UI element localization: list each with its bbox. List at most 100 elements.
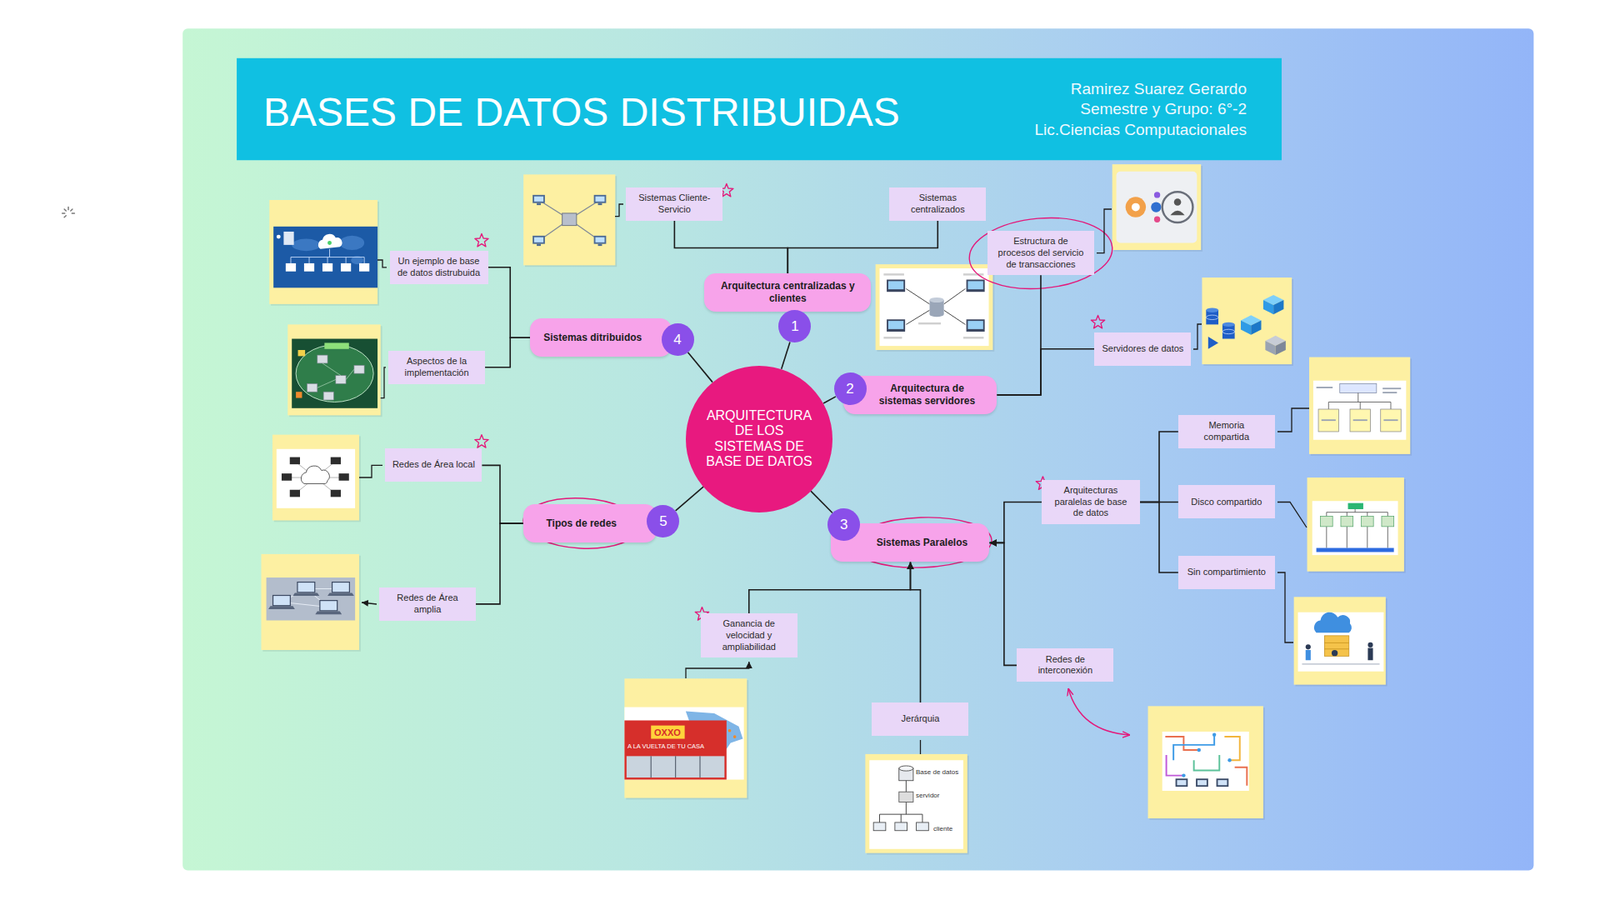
centralized-illustration bbox=[905, 289, 930, 305]
shared-memory-illustration bbox=[1390, 401, 1391, 410]
distributed-db-illustration bbox=[291, 239, 320, 252]
client-server-illustration bbox=[594, 235, 607, 245]
client-server-illustration bbox=[595, 237, 605, 243]
wan-illustration bbox=[320, 600, 337, 610]
circle-fill bbox=[834, 372, 867, 405]
topic-box: Memoria compartida bbox=[1178, 415, 1275, 449]
interconnection-illustration bbox=[1175, 778, 1189, 787]
store-map-illustration bbox=[699, 755, 700, 778]
lan-illustration bbox=[330, 457, 341, 465]
shared-nothing-illustration bbox=[1367, 642, 1373, 648]
centralized-illustration bbox=[886, 319, 905, 332]
shared-memory-illustration bbox=[1316, 386, 1402, 421]
callout-number: 5 bbox=[646, 505, 680, 538]
topic-box: Jerárquia bbox=[871, 702, 969, 736]
store-sign: OXXO bbox=[654, 726, 681, 739]
implementation-illustration bbox=[307, 383, 318, 392]
connector bbox=[475, 523, 524, 605]
centralized-illustration bbox=[905, 289, 965, 325]
wan-illustration bbox=[273, 595, 290, 605]
callout-number: 2 bbox=[834, 372, 867, 405]
data-servers-illustration bbox=[1201, 277, 1294, 366]
canvas-panel bbox=[182, 28, 1534, 870]
loading-icon bbox=[71, 212, 75, 214]
node-text: Disco compartido bbox=[1190, 496, 1262, 509]
shared-memory-illustration bbox=[1316, 386, 1334, 389]
implementation-illustration bbox=[345, 369, 355, 380]
store-map-illustration bbox=[650, 755, 652, 778]
topic-box: Sistemas Cliente-Servicio bbox=[625, 187, 723, 221]
lan-illustration bbox=[330, 490, 341, 498]
shared-nothing-illustration bbox=[1305, 650, 1311, 660]
client-server-illustration bbox=[534, 196, 544, 202]
distributed-db-illustration bbox=[283, 231, 294, 245]
shared-disk-illustration bbox=[1320, 516, 1333, 527]
callout-number: 4 bbox=[661, 323, 695, 356]
connector bbox=[488, 267, 531, 338]
leader-line bbox=[685, 661, 750, 679]
leader-line bbox=[1277, 408, 1310, 432]
wan-illustration bbox=[268, 605, 295, 610]
store-map-illustration bbox=[733, 735, 737, 739]
centralized-illustration bbox=[905, 310, 930, 325]
interconnection-illustration bbox=[1148, 705, 1265, 820]
shared-nothing-illustration bbox=[1324, 642, 1349, 644]
interconnection-illustration bbox=[1181, 732, 1232, 777]
hierarchy-illustration bbox=[905, 801, 907, 815]
leader-line bbox=[615, 204, 624, 217]
process-icons-illustration bbox=[1170, 210, 1185, 216]
hierarchy-illustration bbox=[865, 754, 969, 855]
distributed-db-illustration bbox=[290, 257, 291, 264]
branch-box: Tipos de redes bbox=[523, 504, 657, 543]
shared-disk-illustration bbox=[1307, 477, 1405, 572]
store-map-illustration bbox=[650, 755, 700, 778]
node-text: Tipos de redes bbox=[546, 517, 617, 530]
shared-memory-illustration bbox=[1318, 409, 1339, 432]
centralized-illustration bbox=[944, 289, 966, 305]
shared-disk-illustration bbox=[1346, 512, 1348, 517]
interconnection-illustration bbox=[1148, 705, 1264, 819]
client-server-illustration bbox=[534, 237, 544, 243]
store-map-illustration bbox=[675, 755, 676, 778]
connector bbox=[749, 561, 911, 614]
wan-illustration bbox=[298, 582, 315, 592]
store-map-illustration bbox=[626, 755, 725, 778]
circle-fill bbox=[685, 365, 833, 513]
node-text: Redes de Área amplia bbox=[385, 592, 470, 616]
shared-memory-illustration bbox=[1383, 419, 1398, 421]
distributed-db-illustration bbox=[345, 257, 347, 264]
branch-box: Sistemas ditribuidos bbox=[530, 318, 672, 357]
interconnection-illustration bbox=[1224, 736, 1240, 760]
wan-illustration bbox=[319, 600, 338, 611]
node-text: Redes de interconexión bbox=[1023, 654, 1107, 678]
topic-box: Redes de Área local bbox=[385, 448, 482, 482]
shared-memory-illustration bbox=[1382, 387, 1401, 390]
centralized-illustration bbox=[883, 273, 904, 275]
hierarchy-illustration bbox=[880, 780, 923, 823]
distributed-db-illustration bbox=[327, 257, 329, 264]
highlight-star bbox=[475, 183, 1105, 620]
interconnection-illustration bbox=[1227, 758, 1231, 762]
implementation-illustration bbox=[287, 324, 380, 415]
implementation-illustration bbox=[354, 365, 365, 374]
topic-box: Redes de Área amplia bbox=[379, 587, 476, 621]
topic-box: Redes de interconexión bbox=[1016, 648, 1114, 682]
lan-illustration bbox=[281, 457, 350, 498]
client-server-illustration bbox=[532, 195, 606, 246]
background-layer bbox=[62, 28, 1535, 870]
wan-illustration bbox=[327, 592, 355, 596]
centralized-illustration bbox=[966, 280, 985, 293]
client-server-illustration bbox=[594, 195, 607, 204]
data-servers-illustration bbox=[1265, 340, 1275, 355]
shared-memory-illustration bbox=[1353, 419, 1368, 421]
leader-line bbox=[361, 602, 377, 605]
centralized-illustration bbox=[967, 320, 983, 330]
store-map-illustration bbox=[624, 678, 747, 798]
shared-nothing-illustration bbox=[1294, 596, 1386, 685]
data-servers-illustration bbox=[1263, 300, 1274, 315]
client-server-illustration bbox=[536, 244, 541, 246]
centralized-illustration bbox=[888, 280, 984, 330]
wan-illustration bbox=[296, 581, 315, 593]
